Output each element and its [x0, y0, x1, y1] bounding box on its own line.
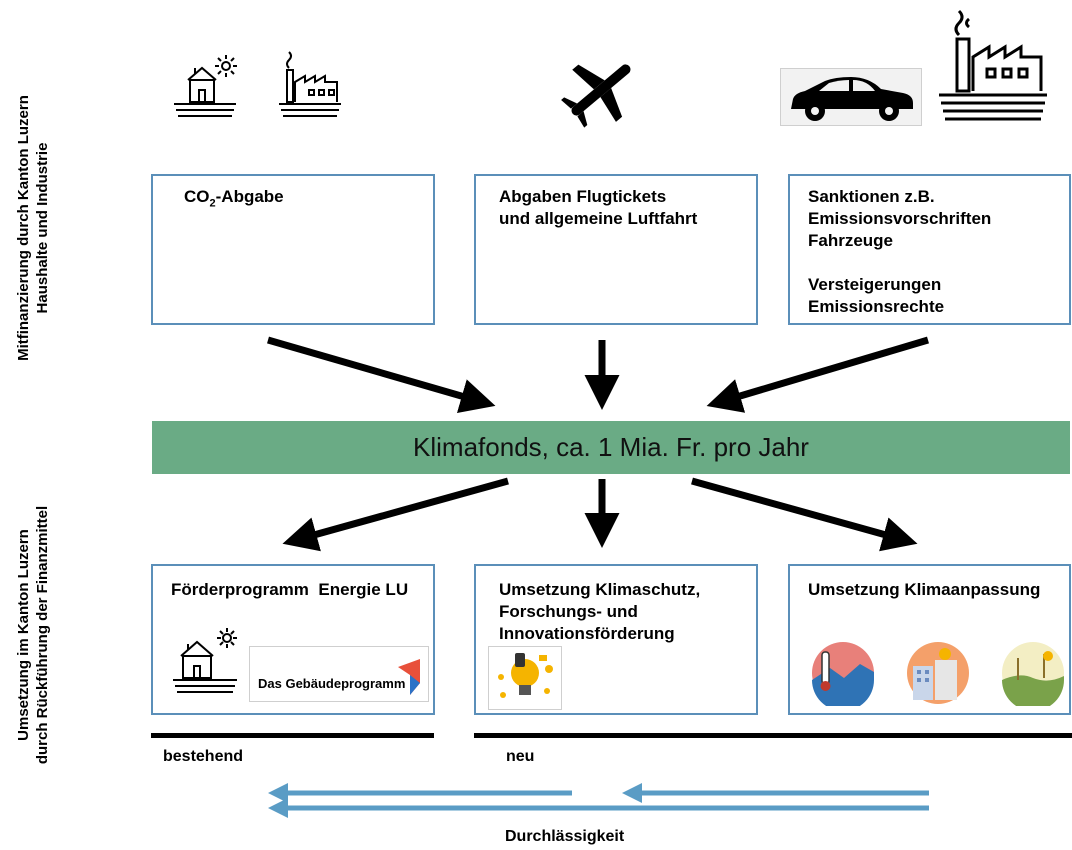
climate-fund-label: Klimafonds, ca. 1 Mia. Fr. pro Jahr [413, 432, 809, 462]
permeability-label: Durchlässigkeit [505, 828, 625, 845]
car-icon [791, 77, 913, 121]
arrow-co2-to-fund [267, 336, 496, 413]
sanctions-label: Sanktionen z.B. Emissionsvorschriften Fa… [808, 187, 992, 316]
heat-building-icon [907, 642, 969, 704]
gebaeudeprogramm-mark-icon [398, 659, 420, 695]
energy-program-box: Förderprogramm Energie LU Das Gebäudepro… [151, 564, 435, 715]
climate-adaptation-box: Umsetzung Klimaanpassung [788, 564, 1071, 715]
airplane-icon [561, 64, 631, 128]
large-factory-icon [939, 9, 1047, 121]
drought-field-icon [1002, 642, 1064, 706]
climate-protection-label: Umsetzung Klimaschutz, Forschungs- und I… [499, 580, 701, 643]
co2-levy-label: CO2-Abgabe [184, 187, 284, 210]
flight-levy-label: Abgaben Flugtickets und allgemeine Luftf… [499, 187, 698, 228]
arrow-fund-to-adaptation [691, 477, 918, 552]
lightbulb-icon [498, 653, 553, 698]
sanctions-box: Sanktionen z.B. Emissionsvorschriften Fa… [788, 174, 1071, 325]
gebaeudeprogramm-logo-text: Das Gebäudeprogramm [258, 676, 406, 691]
new-label: neu [506, 748, 535, 765]
energy-program-label: Förderprogramm Energie LU [171, 580, 409, 599]
factory-icon [279, 51, 341, 117]
house-sun-icon [173, 628, 237, 693]
climate-adaptation-label: Umsetzung Klimaanpassung [808, 580, 1041, 599]
co2-levy-box: CO2-Abgabe [151, 174, 435, 325]
flight-levy-box: Abgaben Flugtickets und allgemeine Luftf… [474, 174, 758, 325]
heat-thermometer-icon [812, 642, 874, 706]
arrow-sanctions-to-fund [706, 336, 929, 413]
car-image [780, 68, 922, 126]
gebaeudeprogramm-logo: Das Gebäudeprogramm [249, 646, 429, 702]
existing-rule [151, 733, 434, 738]
innovation-image [488, 646, 562, 710]
climate-fund-band: Klimafonds, ca. 1 Mia. Fr. pro Jahr [152, 421, 1070, 474]
new-rule [474, 733, 1072, 738]
house-sun-icon [174, 55, 237, 117]
arrow-fund-to-energy [282, 477, 509, 552]
existing-label: bestehend [163, 748, 244, 765]
climate-protection-box: Umsetzung Klimaschutz, Forschungs- und I… [474, 564, 758, 715]
